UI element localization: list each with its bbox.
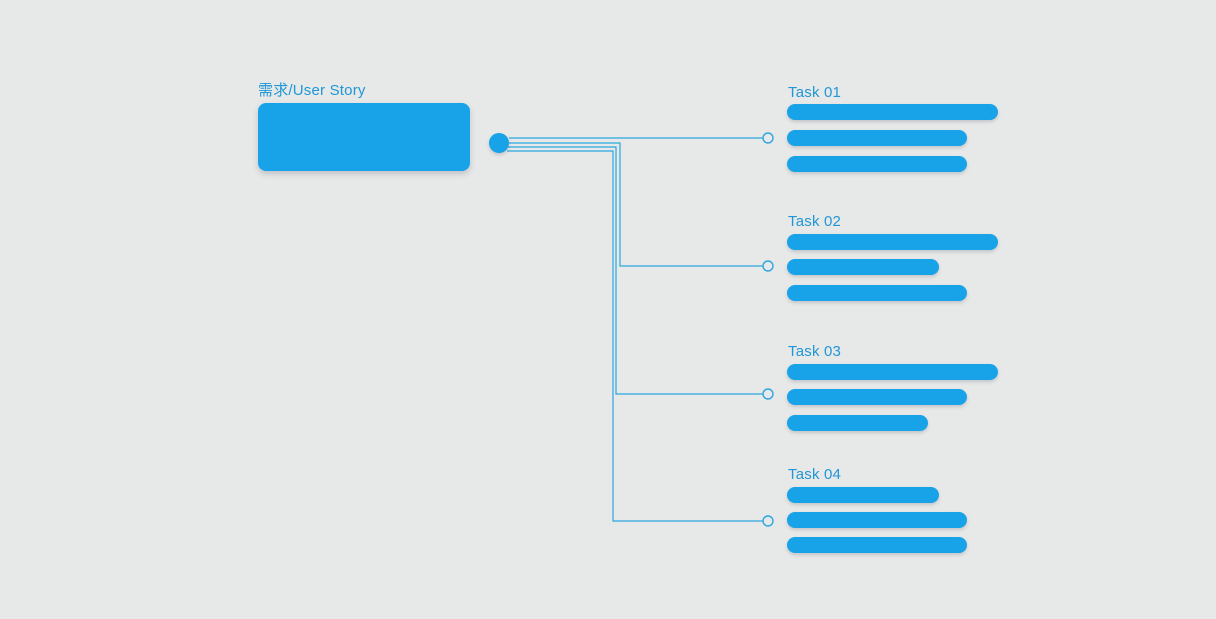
connector-endpoint-circle	[762, 388, 774, 400]
user-story-label: 需求/User Story	[258, 82, 366, 99]
task-bar	[787, 415, 928, 431]
connector-endpoint-circle	[762, 132, 774, 144]
task-bar	[787, 364, 998, 380]
connector-line	[509, 142, 763, 267]
task-label: Task 04	[788, 466, 842, 483]
task-bar	[787, 234, 998, 250]
connector-root-dot	[489, 133, 509, 153]
task-bar	[787, 285, 967, 301]
task-bar	[787, 259, 939, 275]
connector-line	[507, 150, 763, 522]
user-story-card	[258, 103, 470, 171]
task-bar	[787, 537, 967, 553]
task-bar	[787, 487, 939, 503]
task-label: Task 01	[788, 84, 842, 101]
task-bar	[787, 512, 967, 528]
task-bar	[787, 130, 967, 146]
task-label: Task 02	[788, 213, 842, 230]
task-bar	[787, 156, 967, 172]
connector-line	[508, 146, 763, 395]
connector-endpoint-circle	[762, 515, 774, 527]
task-label: Task 03	[788, 343, 842, 360]
task-bar	[787, 104, 998, 120]
task-bar	[787, 389, 967, 405]
connector-endpoint-circle	[762, 260, 774, 272]
